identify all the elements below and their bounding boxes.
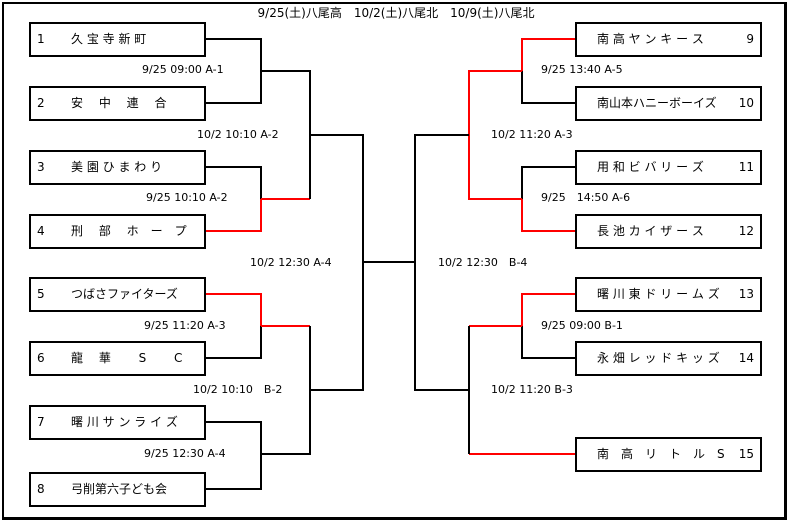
team-seed: 7 [37,415,45,429]
line-team13 [521,293,575,326]
team-name: 美 園 ひ ま わ り [71,160,163,174]
line-team2 [206,71,262,104]
team-box-13: 曙 川 東 ド リ ー ム ズ 13 [575,277,762,312]
line-a4-out [261,390,311,455]
team-name: 安 中 連 合 [71,96,167,110]
team-seed: 2 [37,96,45,110]
line-team3 [206,166,262,199]
left-lines [206,38,415,490]
team-name: 曙 川 東 ド リ ー ム ズ [597,287,720,301]
bracket-frame [2,2,787,520]
team-box-11: 用 和 ビ バ リ ー ズ 11 [575,150,762,185]
team-seed: 10 [738,96,754,110]
match-label-a1: 9/25 09:00 A-1 [142,63,224,76]
line-team4 [206,199,262,232]
match-label-r2-b3: 10/2 11:20 B-3 [491,383,573,396]
team-name: 南 高 リ ト ル S [597,447,725,461]
line-team14 [521,326,575,359]
match-label-sf-b4: 10/2 12:30 B-4 [438,256,528,269]
team-name: つばさファイターズ [71,287,178,301]
match-label-a5: 9/25 13:40 A-5 [541,63,623,76]
team-box-14: 永 畑 レ ッ ド キ ッ ズ 14 [575,341,762,376]
line-team10 [521,71,575,104]
team-box-12: 長 池 カ イ ザ ー ス 12 [575,214,762,249]
line-r2a2-out [310,134,364,262]
team-box-8: 8 弓削第六子ども会 [29,472,206,507]
team-seed: 8 [37,482,45,496]
line-team7 [206,421,262,454]
line-team12 [521,199,575,232]
team-box-3: 3 美 園 ひ ま わ り [29,150,206,185]
team-box-1: 1 久 宝 寺 新 町 [29,22,206,57]
line-a6-out [468,135,522,200]
team-seed: 5 [37,287,45,301]
team-name: 南山本ハニーボーイズ [597,96,717,110]
team-seed: 1 [37,32,45,46]
team-box-10: 南山本ハニーボーイズ 10 [575,86,762,121]
line-team6 [206,326,262,359]
line-team1 [206,38,262,71]
team-box-9: 南 高 ヤ ン キ ー ス 9 [575,22,762,57]
team-seed: 4 [37,224,45,238]
match-label-a4: 9/25 12:30 A-4 [144,447,226,460]
line-team11 [521,166,575,199]
match-label-a6: 9/25 14:50 A-6 [541,191,631,204]
team-box-4: 4 刑 部 ホ ー プ [29,214,206,249]
team-name: 久 宝 寺 新 町 [71,32,147,46]
match-label-a2: 9/25 10:10 A-2 [146,191,228,204]
match-label-r2-a3: 10/2 11:20 A-3 [491,128,573,141]
line-team5 [206,293,262,326]
line-a5-out [468,70,522,135]
match-label-r2-a2: 10/2 10:10 A-2 [197,128,279,141]
team-name: 用 和 ビ バ リ ー ズ [597,160,704,174]
team-seed: 12 [738,224,754,238]
team-seed: 13 [738,287,754,301]
team-seed: 9 [746,32,754,46]
match-label-sf-a4: 10/2 12:30 A-4 [250,256,332,269]
team-box-7: 7 曙 川 サ ン ラ イ ズ [29,405,206,440]
team-box-6: 6 龍 華 S C [29,341,206,376]
line-r2b2-out [310,262,364,391]
match-label-r2-b2: 10/2 10:10 B-2 [193,383,283,396]
team-name: 弓削第六子ども会 [71,482,168,496]
right-lines [414,38,575,455]
schedule-header: 9/25(土)八尾高 10/2(土)八尾北 10/9(土)八尾北 [257,6,535,20]
team-name: 南 高 ヤ ン キ ー ス [597,32,704,46]
team-seed: 15 [738,447,754,461]
match-label-b1: 9/25 09:00 B-1 [541,319,623,332]
match-label-a3: 9/25 11:20 A-3 [144,319,226,332]
team-name: 龍 華 S C [71,351,183,365]
team-name: 刑 部 ホ ー プ [71,224,187,238]
team-box-15: 南 高 リ ト ル S 15 [575,437,762,472]
line-r2b3-out [414,262,469,391]
team-seed: 6 [37,351,45,365]
line-a1-out [261,70,311,135]
line-r2a3-out [414,134,469,262]
line-team9 [521,38,575,71]
line-team8 [206,454,262,490]
team-seed: 11 [738,160,754,174]
team-name: 長 池 カ イ ザ ー ス [597,224,704,238]
team-seed: 14 [738,351,754,365]
team-name: 永 畑 レ ッ ド キ ッ ズ [597,351,720,365]
team-seed: 3 [37,160,45,174]
team-name: 曙 川 サ ン ラ イ ズ [71,415,178,429]
team-box-5: 5 つばさファイターズ [29,277,206,312]
team-box-2: 2 安 中 連 合 [29,86,206,121]
